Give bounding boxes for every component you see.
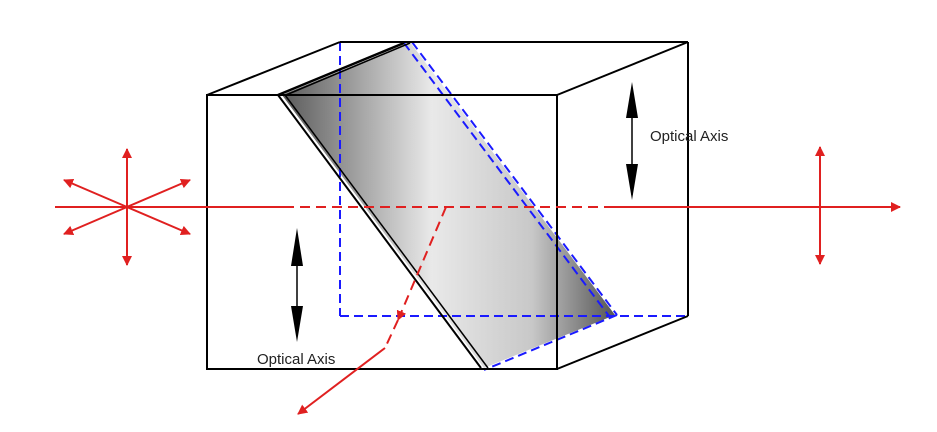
starburst-arrows-icon bbox=[63, 148, 191, 266]
optical-axis-label-left: Optical Axis bbox=[257, 351, 335, 368]
optical-axis-arrow-left bbox=[291, 228, 303, 342]
cube-edges bbox=[206, 41, 689, 370]
interface-plane bbox=[282, 42, 615, 368]
interface-front-edge bbox=[277, 41, 489, 369]
beam-path bbox=[55, 202, 901, 415]
optical-axis-arrow-right bbox=[626, 82, 638, 200]
optical-axis-label-right: Optical Axis bbox=[650, 128, 728, 145]
